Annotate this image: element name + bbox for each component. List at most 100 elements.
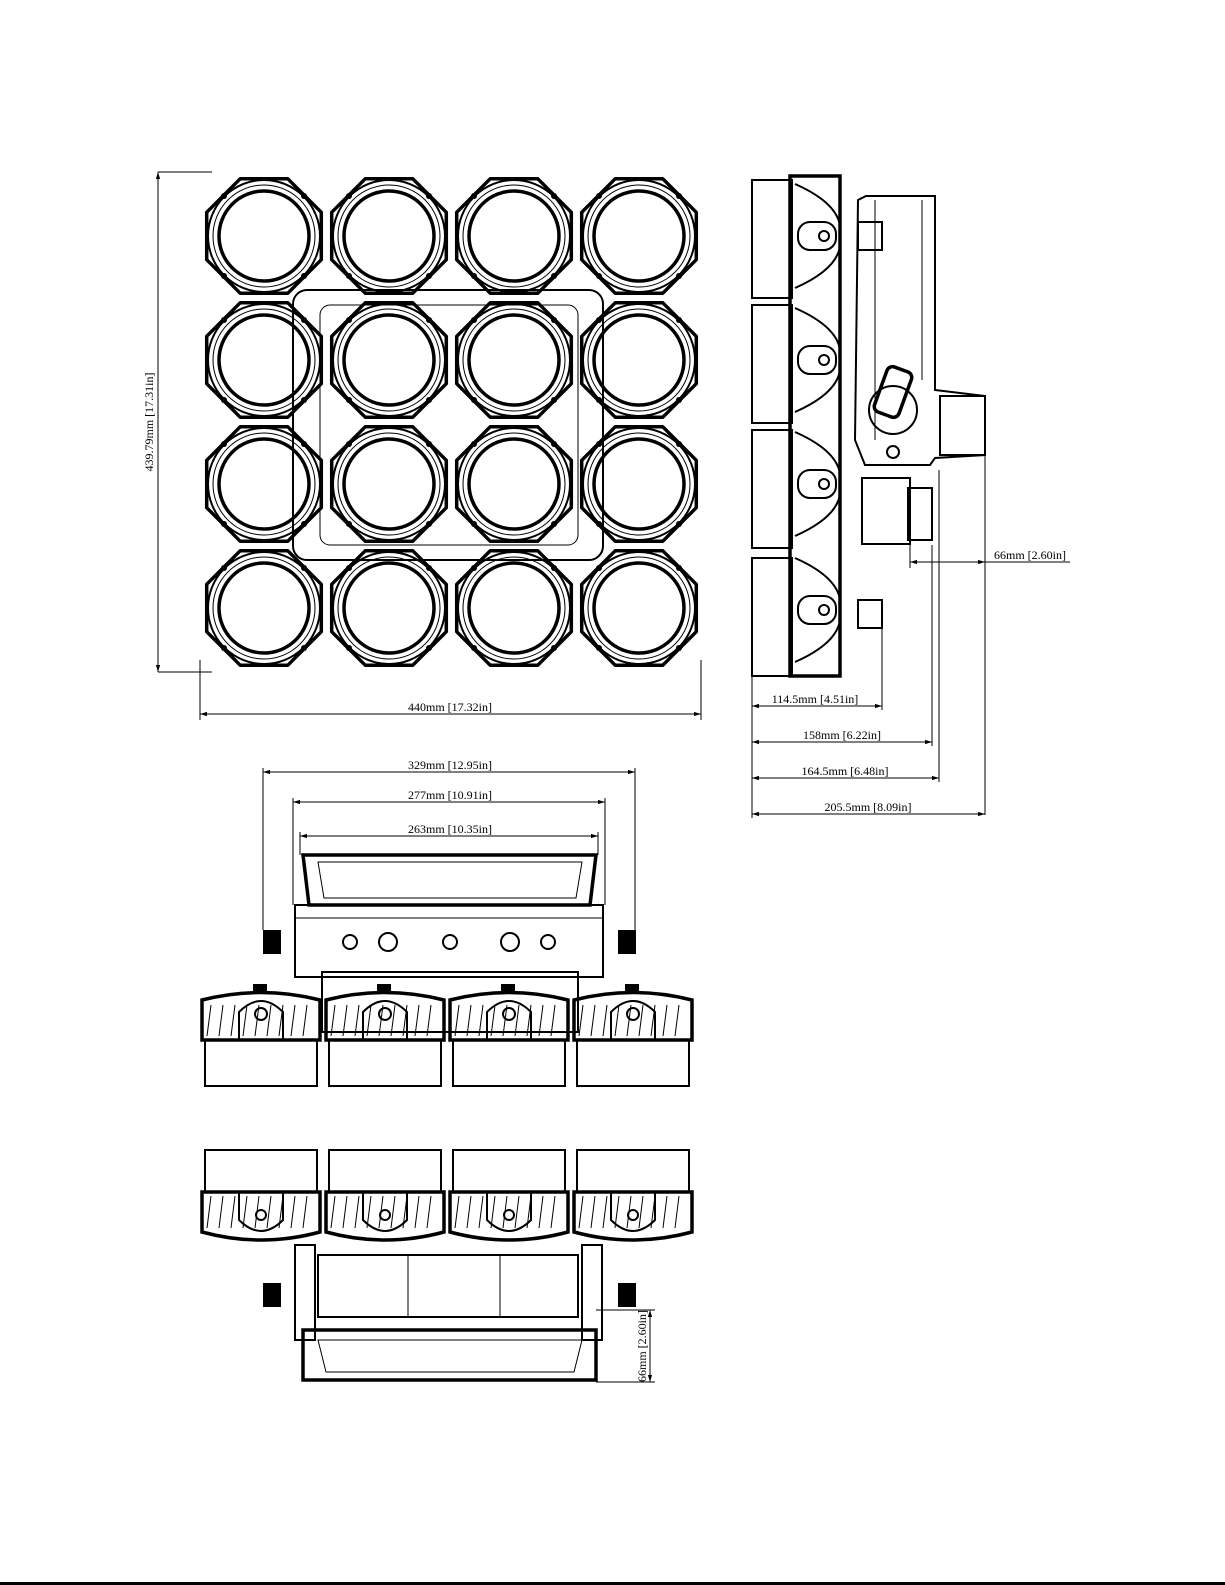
heatsink-fin [331, 1196, 335, 1228]
side-mount-bolt [819, 231, 829, 241]
lens-screw [221, 273, 227, 279]
lens-screw [346, 521, 352, 527]
lens-screw [676, 565, 682, 571]
bottom-module [450, 1150, 568, 1240]
top-module [326, 984, 444, 1086]
lens [469, 191, 559, 281]
heatsink-fin [663, 1005, 667, 1036]
lens-screw [551, 317, 557, 323]
module-heatsink [202, 1192, 320, 1240]
lens-screw [471, 521, 477, 527]
lens-module [457, 427, 572, 542]
module-dome [487, 1192, 531, 1231]
side-depth-label-4: 205.5mm [8.09in] [825, 800, 912, 814]
lens-module [457, 551, 572, 666]
lens-module [582, 551, 697, 666]
lens [344, 191, 434, 281]
heatsink-fin [579, 1005, 583, 1036]
module-bolt [628, 1210, 638, 1220]
lens [219, 563, 309, 653]
top-view: 329mm [12.95in] 277mm [10.91in] 263mm [1… [202, 758, 692, 1086]
lens [469, 439, 559, 529]
lens-screw [426, 565, 432, 571]
lens-screw [596, 317, 602, 323]
bottom-module [574, 1150, 692, 1240]
heatsink-fin [231, 1005, 235, 1036]
lens-ring-mid [213, 557, 315, 659]
top-module [574, 984, 692, 1086]
lens-ring-mid [588, 557, 690, 659]
lens-screw [551, 565, 557, 571]
lens-screw [551, 521, 557, 527]
lens-screw [221, 441, 227, 447]
lens-ring-mid [338, 433, 440, 535]
lens [594, 439, 684, 529]
lens-screw [426, 397, 432, 403]
lens-module [332, 303, 447, 418]
lens-screw [426, 521, 432, 527]
heatsink-fin [591, 1196, 595, 1228]
side-lens-dome [795, 432, 840, 536]
lens [219, 439, 309, 529]
lens [344, 439, 434, 529]
lens-screw [471, 193, 477, 199]
lens-screw [676, 645, 682, 651]
side-depth-label-3: 164.5mm [6.48in] [802, 764, 889, 778]
lens-screw [676, 441, 682, 447]
lens-ring-mid [463, 433, 565, 535]
lens-screw [346, 317, 352, 323]
module-bolt [256, 1210, 266, 1220]
heatsink-fin [479, 1196, 483, 1228]
lens-screw [301, 565, 307, 571]
bottom-depth-label: 66mm [2.60in] [635, 1310, 649, 1382]
lens-screw [221, 317, 227, 323]
lens-screw [676, 193, 682, 199]
lens-screw [596, 565, 602, 571]
lens [594, 315, 684, 405]
lens-ring-mid [213, 309, 315, 411]
module-dome [239, 1192, 283, 1231]
lens-module [207, 179, 322, 294]
heatsink-fin [267, 1196, 271, 1228]
module-bolt [503, 1008, 515, 1020]
lens-screw [301, 397, 307, 403]
side-lens-dome [795, 184, 840, 288]
module-body [453, 1040, 565, 1086]
lens-screw [301, 193, 307, 199]
lens-screw [596, 193, 602, 199]
module-heatsink [450, 1192, 568, 1240]
lens-screw [221, 397, 227, 403]
top-width-label-1: 329mm [12.95in] [408, 758, 492, 772]
lens [344, 563, 434, 653]
bottom-module [326, 1150, 444, 1240]
lens-ring-mid [338, 185, 440, 287]
heatsink-fin [455, 1196, 459, 1228]
front-width-label: 440mm [17.32in] [408, 700, 492, 714]
module-bolt [379, 1008, 391, 1020]
lens-screw [471, 441, 477, 447]
side-mount-bolt [819, 355, 829, 365]
lens-screw [301, 645, 307, 651]
lens-ring-mid [463, 185, 565, 287]
heatsink-fin [603, 1005, 607, 1036]
heatsink-fin [603, 1196, 607, 1228]
lens-screw [596, 397, 602, 403]
lens-screw [426, 273, 432, 279]
lens-screw [551, 441, 557, 447]
lens-screw [346, 645, 352, 651]
lens-screw [596, 521, 602, 527]
lens [469, 563, 559, 653]
lens [594, 563, 684, 653]
heatsink-fin [467, 1196, 471, 1228]
lens-screw [471, 645, 477, 651]
lens-module [207, 551, 322, 666]
lens-screw [676, 317, 682, 323]
lens-ring-mid [588, 185, 690, 287]
lens-screw [221, 521, 227, 527]
module-heatsink [326, 1192, 444, 1240]
lens-screw [551, 397, 557, 403]
top-width-label-2: 277mm [10.91in] [408, 788, 492, 802]
lens-screw [221, 193, 227, 199]
heatsink-fin [579, 1196, 583, 1228]
